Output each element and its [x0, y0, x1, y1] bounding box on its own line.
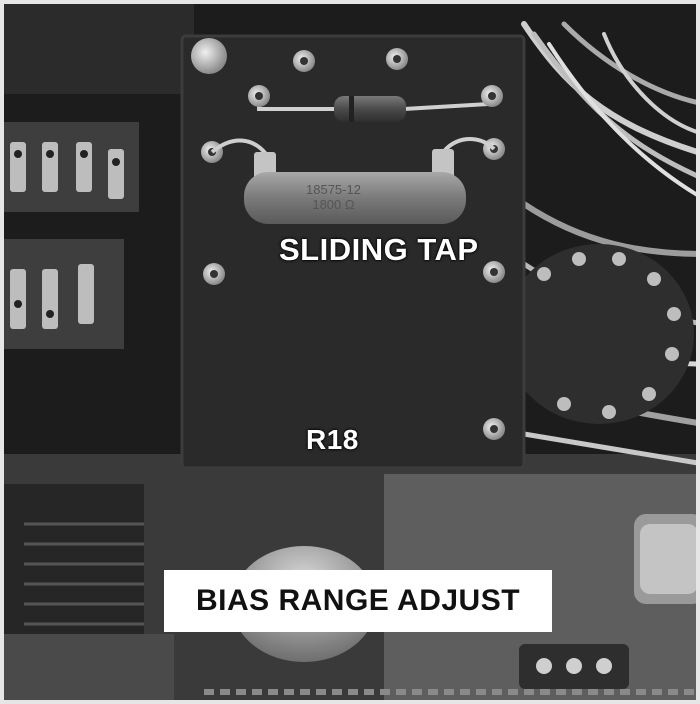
upper-power-resistor — [210, 136, 496, 224]
bias-range-adjust-text: BIAS RANGE ADJUST — [195, 584, 521, 617]
chassis-photo — [4, 4, 696, 700]
top-left-shadow — [4, 4, 194, 94]
bias-range-adjust-caption: BIAS RANGE ADJUST — [164, 570, 552, 632]
sliding-tap-label: SLIDING TAP — [279, 232, 479, 267]
r18-label: R18 — [306, 424, 359, 455]
board-terminals — [191, 38, 505, 440]
left-terminal-strip — [4, 122, 139, 349]
resistor-marking: 18575-12 1800 Ω — [306, 182, 361, 212]
bottom-right-components — [204, 514, 696, 695]
right-terminal-board — [504, 244, 694, 424]
bottom-left-hardware — [4, 484, 174, 700]
mounting-board — [182, 36, 524, 468]
